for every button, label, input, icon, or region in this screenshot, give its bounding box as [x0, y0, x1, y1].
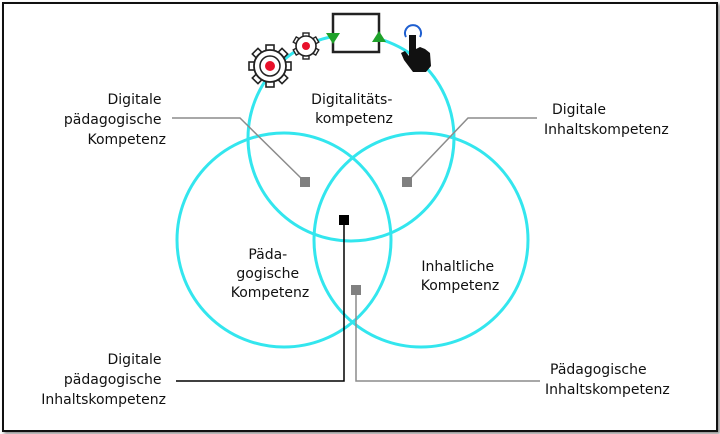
callout-paedagogische-inhaltskompetenz: Pädagogische Inhaltskompetenz — [545, 362, 670, 398]
callout-digitale-paedagogische-inhaltskompetenz: Digitale pädagogische Inhaltskompetenz — [41, 352, 166, 408]
leader-line-dig-inhalt — [406, 117, 537, 183]
label-digitalitaetskompetenz: Digitalitäts- kompetenz — [311, 92, 397, 127]
marker-dig-paed-inhalt — [339, 215, 349, 225]
leader-line-paed-inhalt — [355, 290, 540, 382]
callout-digitale-inhaltskompetenz: Digitale Inhaltskompetenz — [544, 102, 669, 138]
marker-dig-inhalt — [402, 177, 412, 187]
gears-icon — [248, 32, 320, 88]
leader-line-dig-paed — [172, 117, 306, 183]
circle-inhaltliche-kompetenz — [312, 131, 530, 349]
marker-dig-paed — [300, 177, 310, 187]
label-paedagogische-kompetenz: Päda- gogische Kompetenz — [231, 247, 310, 301]
marker-paed-inhalt — [351, 285, 361, 295]
callout-digitale-paedagogische-kompetenz: Digitale pädagogische Kompetenz — [64, 92, 166, 148]
device-arrows-icon — [326, 12, 386, 54]
leader-line-dig-paed-inhalt — [176, 220, 345, 382]
hand-pointer-icon — [401, 24, 431, 72]
label-inhaltliche-kompetenz: Inhaltliche Kompetenz — [421, 259, 500, 294]
circle-paedagogische-kompetenz — [175, 131, 393, 349]
